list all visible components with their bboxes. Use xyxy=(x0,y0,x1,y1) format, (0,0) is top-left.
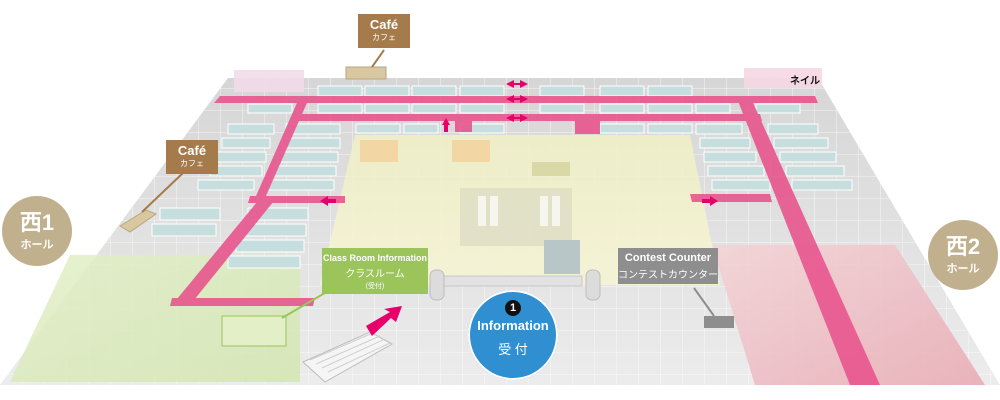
walkway-arrows xyxy=(320,80,718,206)
nail-label[interactable]: ネイル xyxy=(790,76,820,87)
cafe-kiosk-top xyxy=(345,66,387,80)
hall-west-name: 西1 xyxy=(19,210,55,235)
booth-rows-top xyxy=(247,85,801,134)
cafe-top-pointer xyxy=(371,49,385,68)
hall-east-sub: ホール xyxy=(946,263,980,275)
nail-booth xyxy=(744,68,822,88)
classroom-sub: クラスルーム xyxy=(345,269,405,280)
entrance-stairs xyxy=(302,331,394,383)
information-number-badge: 1 xyxy=(505,300,521,316)
contest-title: Contest Counter xyxy=(624,252,712,264)
top-left-block xyxy=(234,70,304,92)
entrance-arrow-icon xyxy=(366,306,402,336)
classroom-title: Class Room Information xyxy=(322,253,427,263)
booth-rows-right xyxy=(695,123,853,191)
cafe-left-name: Café xyxy=(177,143,207,158)
information-desk-marker[interactable]: 1 Information 受 付 xyxy=(468,290,558,380)
hall-west-sub: ホール xyxy=(20,239,54,251)
classroom-kiosk xyxy=(221,315,287,347)
cafe-label-top[interactable]: Café カフェ xyxy=(358,14,410,48)
information-sub: 受 付 xyxy=(498,342,528,357)
hall-west-badge: 西1 ホール xyxy=(2,196,72,266)
classroom-pointer xyxy=(281,289,331,319)
information-title: Information xyxy=(477,318,549,333)
classroom-info-label[interactable]: Class Room Information クラスルーム (受付) xyxy=(322,248,428,294)
stage-structures xyxy=(360,140,601,301)
contest-counter-label[interactable]: Contest Counter コンテストカウンター xyxy=(618,248,718,284)
cafe-top-sub: カフェ xyxy=(372,33,396,42)
walkways xyxy=(170,96,880,385)
cafe-top-name: Café xyxy=(369,17,399,32)
cafe-left-sub: カフェ xyxy=(180,159,204,168)
classroom-note: (受付) xyxy=(365,283,385,290)
hall-east-badge: 西2 ホール xyxy=(928,220,998,290)
contest-kiosk xyxy=(704,316,734,328)
cafe-left-pointer xyxy=(141,171,185,213)
cafe-kiosk-left xyxy=(119,209,158,233)
cafe-label-left[interactable]: Café カフェ xyxy=(166,140,218,174)
left-exhibit-zone xyxy=(10,255,300,382)
contest-pointer xyxy=(693,287,715,317)
contest-sub: コンテストカウンター xyxy=(618,270,718,281)
hall-east-name: 西2 xyxy=(945,234,981,259)
